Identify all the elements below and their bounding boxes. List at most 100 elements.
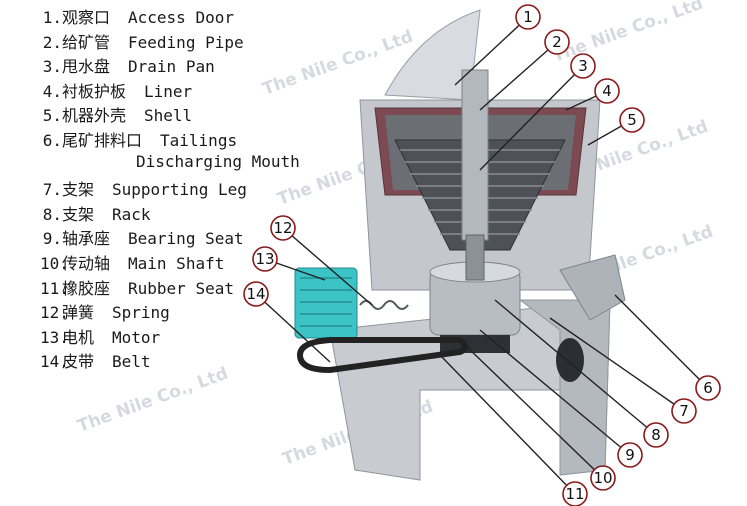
legend-item: 8.支架 Rack [40, 201, 340, 226]
legend-number: 10. [40, 253, 69, 273]
legend-number: 14. [40, 352, 69, 372]
legend-english-label: Shell [144, 106, 193, 126]
callout-circle [617, 442, 643, 468]
callout-circle [590, 465, 616, 491]
callout-number: 10 [593, 469, 612, 487]
callout-number: 11 [565, 485, 584, 503]
callout-circle [562, 481, 588, 506]
legend-chinese-label: 给矿管 [62, 32, 111, 52]
legend-number: 8. [42, 204, 62, 224]
callout-number: 2 [552, 33, 562, 51]
legend-number: 12. [40, 303, 69, 323]
legend-item: Discharging Mouth [40, 152, 340, 177]
callout-circle [619, 107, 645, 133]
callout-number: 12 [273, 219, 292, 237]
legend-number: 13. [40, 327, 69, 347]
callout-line-8 [494, 299, 657, 436]
callout-11: 11 [562, 481, 588, 506]
callout-circle [243, 281, 269, 307]
callout-number: 4 [602, 82, 612, 100]
legend-english-label: Discharging Mouth [136, 151, 300, 171]
watermark-5: The Nile Co., Ltd [75, 364, 231, 437]
legend-number: 5. [42, 106, 62, 126]
callout-line-7 [549, 317, 685, 412]
callout-circle [515, 4, 541, 30]
legend-chinese-label: 尾矿排料口 [62, 130, 143, 150]
legend-item: 7.支架 Supporting Leg [40, 176, 340, 201]
legend-number: 6. [42, 130, 62, 150]
callout-number: 7 [679, 402, 689, 420]
legend-chinese-label: 支架 [62, 204, 95, 224]
callout-number: 14 [246, 285, 265, 303]
callout-number: 5 [627, 111, 637, 129]
feeding-pipe [461, 69, 489, 241]
legend-chinese-label: 衬板护板 [62, 81, 127, 101]
legend-chinese-label: 支架 [62, 180, 95, 200]
legend-english-label: Bearing Seat [128, 229, 244, 249]
callout-line-10 [464, 344, 604, 479]
legend-item: 6.尾矿排料口 Tailings [40, 127, 340, 152]
callout-number: 8 [651, 426, 661, 444]
legend-chinese-label: 甩水盘 [62, 57, 111, 77]
motor-fins [300, 277, 352, 327]
callout-5: 5 [619, 107, 645, 133]
callout-number: 13 [255, 250, 274, 268]
callout-1: 1 [515, 4, 541, 30]
legend-item: 4.衬板护板 Liner [40, 78, 340, 103]
callout-line-12 [282, 227, 373, 306]
callout-number: 1 [523, 8, 533, 26]
legend-english-label: Motor [112, 327, 161, 347]
callout-line-1 [454, 16, 529, 86]
callout-circle [594, 78, 620, 104]
callout-number: 6 [703, 379, 713, 397]
callout-line-14 [255, 293, 331, 363]
legend-item: 13.电机 Motor [40, 324, 340, 349]
callout-4: 4 [594, 78, 620, 104]
callout-lines [255, 16, 709, 495]
legend-chinese-label: 轴承座 [62, 229, 111, 249]
callout-line-3 [479, 65, 584, 171]
legend-chinese-label: 传动轴 [62, 253, 111, 273]
belt [296, 337, 468, 374]
legend-number: 4. [42, 81, 62, 101]
watermark-2: The Nile Co., Ltd [550, 0, 706, 67]
legend-english-label: Tailings [160, 130, 238, 150]
callout-circle [671, 398, 697, 424]
callout-circle [643, 422, 669, 448]
callout-14: 14 [243, 281, 269, 307]
callout-circle [570, 53, 596, 79]
callout-circle [270, 215, 296, 241]
legend-chinese-label: 皮带 [62, 352, 95, 372]
main-shaft [465, 234, 485, 281]
legend-english-label: Rack [112, 204, 151, 224]
callout-2: 2 [544, 29, 570, 55]
legend-number: 11. [40, 278, 69, 298]
callout-circle [252, 246, 278, 272]
legend-number: 9. [42, 229, 62, 249]
callout-circle [695, 375, 721, 401]
legend-number: 1. [42, 8, 62, 27]
callout-line-11 [439, 354, 576, 495]
tailings-discharging-mouth [559, 254, 626, 321]
callout-3: 3 [570, 53, 596, 79]
callout-13: 13 [252, 246, 278, 272]
legend-chinese-label: 电机 [62, 327, 95, 347]
legend-english-label: Access Door [128, 8, 234, 27]
callout-7: 7 [671, 398, 697, 424]
legend-number: 7. [42, 180, 62, 200]
callout-12: 12 [270, 215, 296, 241]
legend-english-label: Liner [144, 81, 193, 101]
legend-english-label: Supporting Leg [112, 180, 247, 200]
legend-chinese-label: 橡胶座 [62, 278, 111, 298]
